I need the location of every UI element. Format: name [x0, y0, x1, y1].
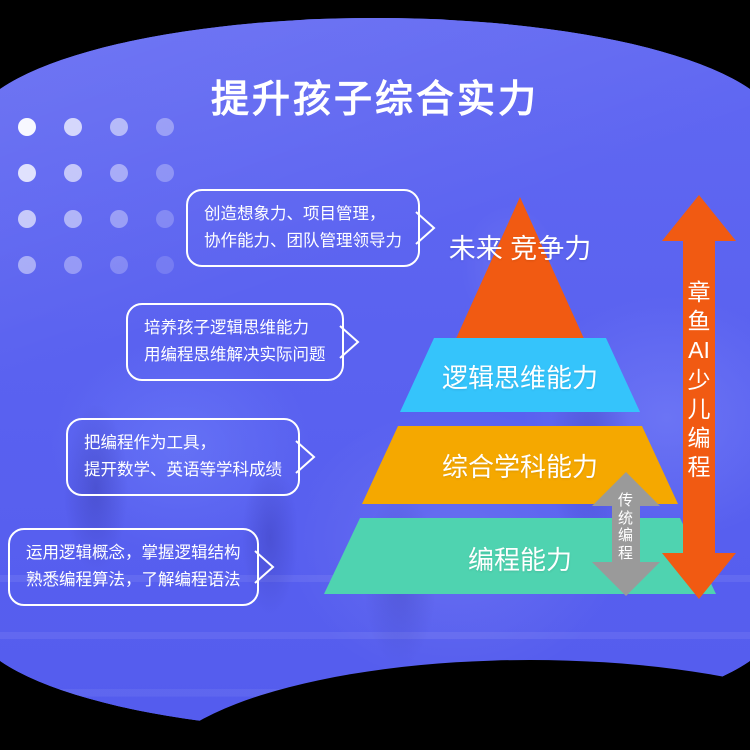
brand-arrow-icon	[662, 195, 736, 599]
dot	[18, 118, 36, 136]
callout-line-2: 提开数学、英语等学科成绩	[84, 461, 282, 480]
arrow-char: 传	[617, 492, 634, 509]
callout-future-competitiveness: 创造想象力、项目管理， 协作能力、团队管理领导力	[186, 189, 436, 268]
callout-pointer-icon	[295, 440, 317, 474]
callout-pointer-icon	[338, 325, 361, 359]
dot	[64, 118, 82, 136]
dot	[156, 164, 174, 182]
callout-line-1: 运用逻辑概念，掌握逻辑结构	[26, 544, 241, 562]
dot	[64, 256, 82, 274]
dot	[156, 118, 174, 136]
arrow-char: 章	[687, 279, 711, 305]
dot	[18, 256, 36, 274]
dot	[156, 210, 174, 228]
callout-line-1: 培养孩子逻辑思维能力	[144, 319, 309, 337]
tier-label-future-competitiveness: 未来 竞争力	[440, 230, 600, 269]
page-title: 提升孩子综合实力	[210, 79, 539, 121]
tier-label-line-2: 竞争力	[510, 234, 592, 264]
callout-pointer-icon	[253, 550, 276, 584]
dot	[110, 118, 128, 136]
dot	[18, 210, 36, 228]
arrow-char: 编	[617, 527, 634, 545]
dot	[18, 164, 36, 182]
dot	[110, 210, 128, 228]
dot	[64, 210, 82, 228]
callout-logical-thinking: 培养孩子逻辑思维能力 用编程思维解决实际问题	[126, 303, 360, 382]
tier-label-logical-thinking: 逻辑思维能力	[441, 363, 598, 393]
dot	[64, 164, 82, 182]
arrow-char: 程	[687, 454, 711, 481]
traditional-programming-arrow-label: 传 统 编 程	[600, 492, 652, 563]
arrow-char: 儿	[687, 395, 711, 422]
callout-line-2: 协作能力、团队管理领导力	[204, 232, 402, 251]
callout-comprehensive-subjects: 把编程作为工具， 提开数学、英语等学科成绩	[66, 418, 316, 497]
arrow-char: 少	[687, 366, 711, 393]
dot	[156, 256, 174, 274]
dot	[110, 164, 128, 182]
arrow-char: 统	[617, 509, 634, 527]
arrow-char: 程	[617, 545, 634, 563]
arrow-char: 鱼	[687, 308, 711, 335]
callout-programming-ability: 运用逻辑概念，掌握逻辑结构 熟悉编程算法，了解编程语法	[8, 528, 275, 607]
callout-line-2: 用编程思维解决实际问题	[144, 346, 326, 365]
arrow-char: AI	[688, 337, 710, 364]
brand-arrow-label: 章 鱼 AI 少 儿 编 程	[672, 278, 726, 482]
callout-line-1: 把编程作为工具，	[84, 434, 216, 452]
callout-line-1: 创造想象力、项目管理，	[204, 205, 386, 223]
callout-pointer-icon	[415, 211, 437, 245]
arrow-char: 编	[687, 425, 711, 452]
dot	[110, 256, 128, 274]
callout-line-2: 熟悉编程算法，了解编程语法	[26, 571, 241, 590]
decorative-dot-grid	[18, 118, 202, 302]
tier-label-line-1: 未来	[448, 234, 503, 264]
